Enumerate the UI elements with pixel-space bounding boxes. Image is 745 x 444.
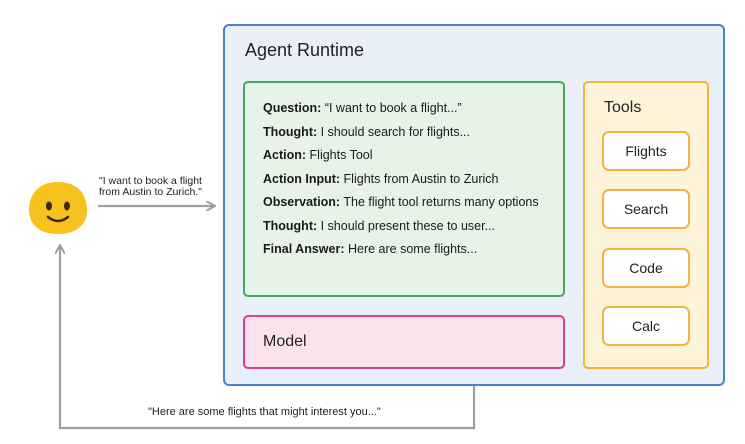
smiley-face-icon (29, 182, 87, 234)
trace-value: I should search for flights... (317, 124, 470, 139)
trace-line-action-input: Action Input: Flights from Austin to Zur… (263, 168, 563, 192)
trace-key: Observation: (263, 195, 341, 209)
response-arrow (60, 246, 476, 430)
trace-key: Action: (263, 148, 307, 162)
runtime-title: Agent Runtime (245, 40, 365, 60)
trace-line-thought: Thought: I should search for flights... (263, 121, 563, 145)
tool-calc: Calc (602, 306, 690, 346)
tools-box: Tools Flights Search Code Calc (583, 81, 709, 369)
trace-key: Action Input: (263, 171, 341, 186)
trace-value: Flights from Austin to Zurich (340, 171, 499, 186)
trace-key: Question: (263, 101, 322, 115)
trace-value: “I want to book a flight...” (321, 101, 462, 115)
trace-value: Here are some flights... (344, 242, 478, 256)
react-trace-box: Question: “I want to book a flight...” T… (243, 81, 565, 297)
agent-runtime-box: Agent Runtime Question: “I want to book … (223, 24, 725, 386)
trace-line-thought-2: Thought: I should present these to user.… (263, 215, 563, 239)
trace-value: I should present these to user... (317, 218, 496, 233)
trace-key: Thought: (263, 218, 318, 233)
tool-code: Code (602, 248, 690, 288)
user-request-label: "I want to book a flight from Austin to … (99, 175, 202, 198)
trace-line-final-answer: Final Answer: Here are some flights... (263, 238, 563, 262)
tools-title: Tools (604, 99, 642, 116)
trace-key: Final Answer: (263, 242, 345, 256)
trace-value: The flight tool returns many options (340, 195, 539, 209)
trace-line-action: Action: Flights Tool (263, 144, 563, 168)
trace-line-question: Question: “I want to book a flight...” (263, 97, 563, 121)
trace-value: Flights Tool (306, 148, 373, 162)
agent-response-label: "Here are some flights that might intere… (148, 406, 381, 418)
model-box: Model (243, 315, 565, 369)
trace-line-observation: Observation: The flight tool returns man… (263, 191, 563, 215)
trace-key: Thought: (263, 124, 318, 139)
tool-flights: Flights (602, 131, 690, 171)
tool-search: Search (602, 189, 690, 229)
